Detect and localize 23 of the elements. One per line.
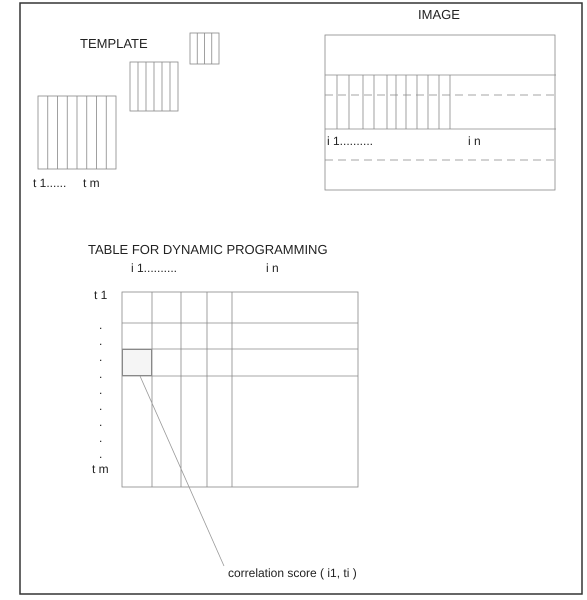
heading: TABLE FOR DYNAMIC PROGRAMMING (88, 243, 328, 257)
callout-label: correlation score ( i1, ti ) (228, 566, 357, 580)
axis-label: i 1.......... (131, 261, 178, 275)
ellipsis-dot: . (99, 431, 102, 445)
ellipsis-dot: . (99, 383, 102, 397)
ellipsis-dot: . (99, 350, 102, 364)
axis-label: t m (92, 462, 109, 476)
axis-label: t 1 (94, 288, 108, 302)
axis-label: i 1.......... (327, 134, 374, 148)
ellipsis-dot: . (99, 318, 102, 332)
ellipsis-dot: . (99, 334, 102, 348)
axis-label: i n (266, 261, 279, 275)
table-cell (122, 349, 152, 376)
heading: IMAGE (418, 8, 460, 22)
ellipsis-dot: . (99, 447, 102, 461)
axis-label: t m (83, 176, 100, 190)
ellipsis-dot: . (99, 415, 102, 429)
ellipsis-dot: . (99, 399, 102, 413)
axis-label: i n (468, 134, 481, 148)
ellipsis-dot: . (99, 367, 102, 381)
axis-label: t 1...... (33, 176, 66, 190)
leader-line (140, 376, 224, 566)
heading: TEMPLATE (80, 37, 148, 51)
